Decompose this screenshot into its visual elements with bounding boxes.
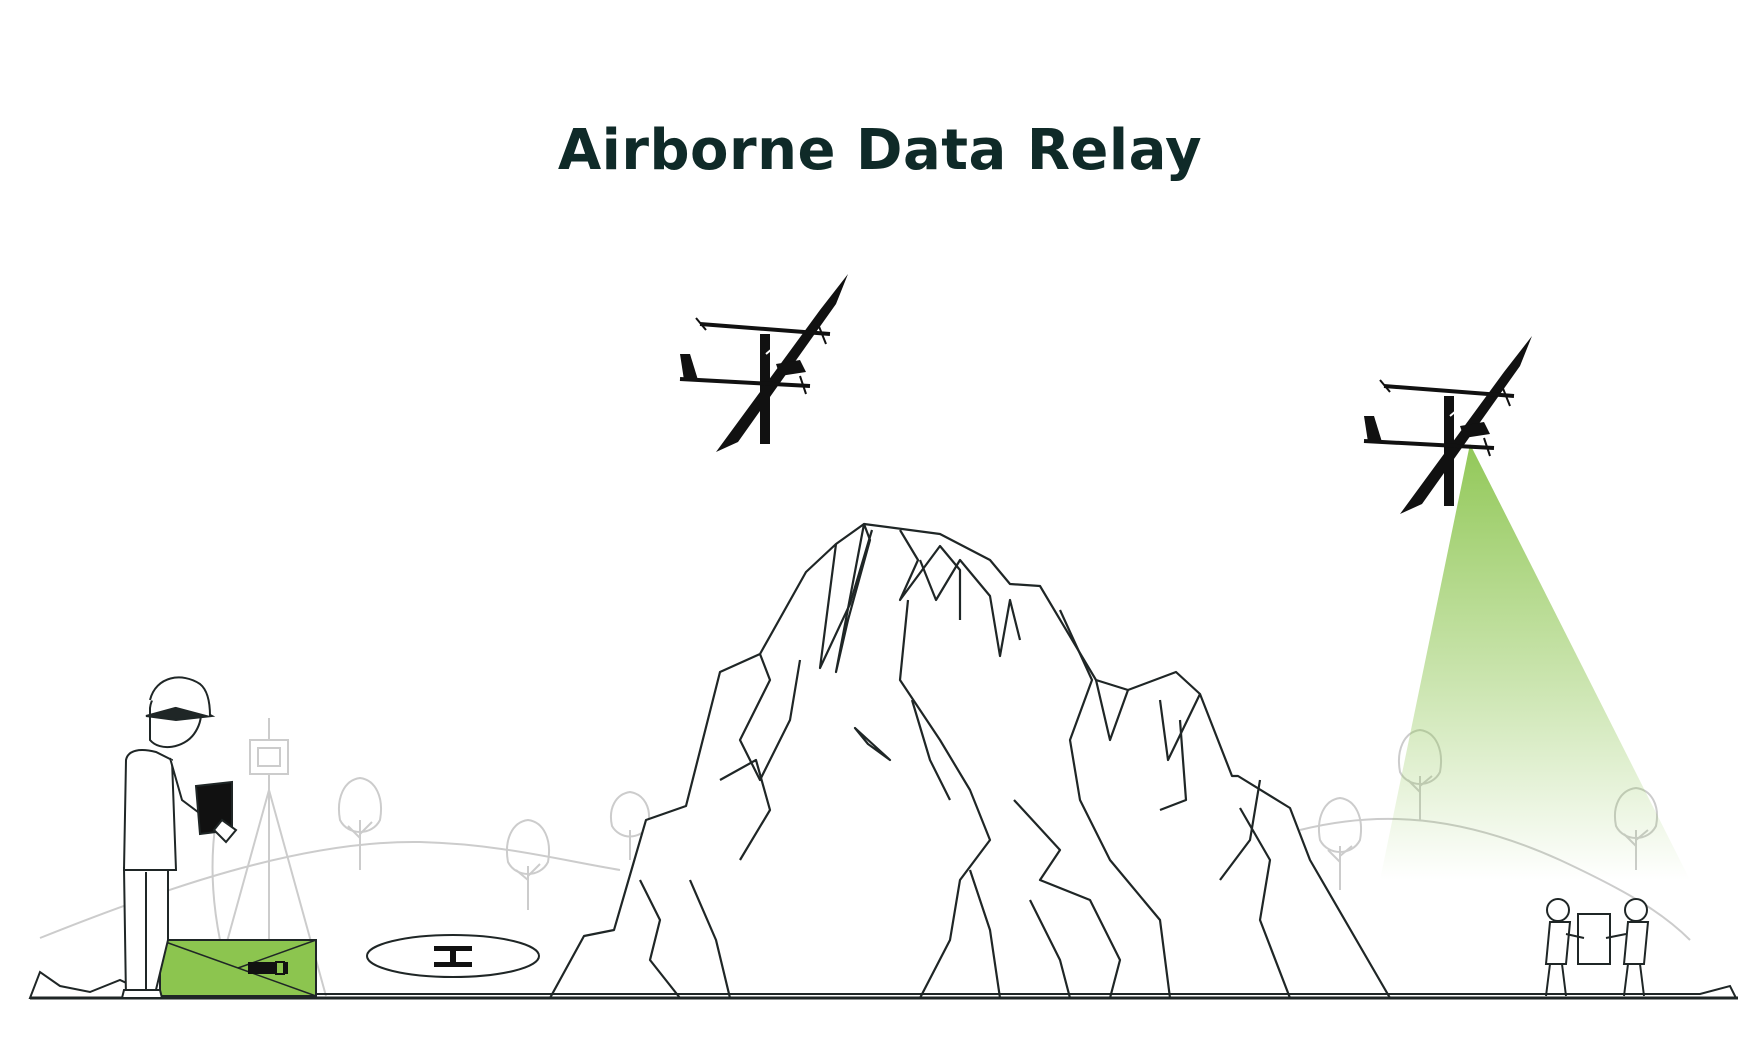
surveyor-with-hard-hat-icon: [120, 676, 238, 999]
tree-icon: [1318, 796, 1362, 890]
tree-icon: [338, 776, 382, 870]
diagram-title: Airborne Data Relay: [557, 118, 1203, 183]
two-people-holding-box-icon: [1544, 898, 1650, 997]
sensor-beam: [1380, 444, 1690, 880]
vtol-drone-icon: [678, 272, 850, 454]
tree-icon: [610, 790, 650, 860]
equipment-case-icon: [159, 939, 317, 997]
mountain-icon: [548, 522, 1392, 1000]
helipad-icon: [366, 934, 540, 978]
vtol-drone-icon: [1362, 334, 1534, 516]
tree-icon: [506, 818, 550, 910]
